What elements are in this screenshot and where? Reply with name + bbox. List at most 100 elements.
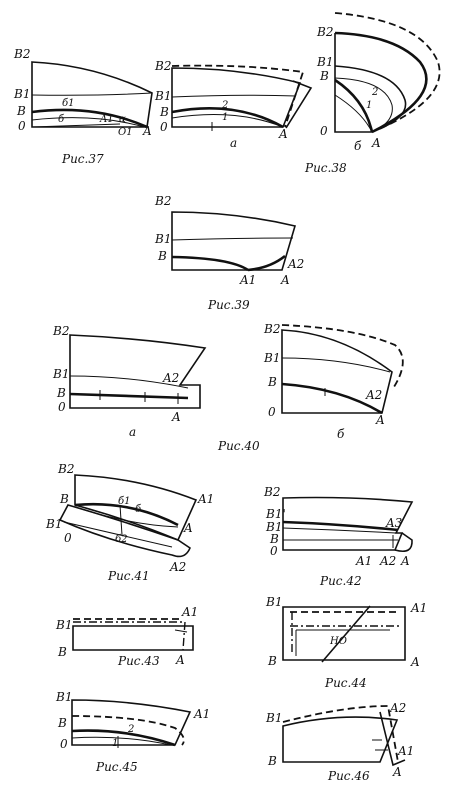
fig45-dashed [71, 715, 185, 746]
fig41-upper [74, 474, 198, 542]
fig43-rect [72, 625, 194, 651]
fig38b-outer-solid [334, 31, 428, 134]
fig39-curve-b1 [171, 237, 294, 241]
fig38b-label-a: A [371, 136, 381, 150]
fig37-curve-b1 [31, 92, 153, 96]
fig37-curve-b-lower [31, 117, 145, 128]
fig39-label-b: B [157, 249, 167, 263]
figure-38b: B2 B1 B 0 A 2 1 б Рис.38 [304, 12, 441, 175]
fig38a-label-1: 1 [222, 112, 228, 123]
fig42-label-b1: B1 [265, 520, 282, 534]
fig46-caption: Рис.46 [327, 769, 370, 783]
fig39-caption: Рис.39 [207, 298, 250, 312]
fig40a-line-b [69, 392, 189, 400]
fig41-label-a1: A1 [197, 492, 214, 506]
figure-40b: B2 B1 B 0 A2 A б Рис.40 [217, 322, 404, 453]
fig46-label-b: B [267, 754, 277, 768]
fig41-label-b: B [59, 492, 69, 506]
figure-43: B1 B A1 A Рис.43 [55, 605, 198, 668]
fig41-lower [58, 504, 191, 558]
fig38b-tag: б [354, 139, 362, 153]
fig38a-curve-b1 [171, 94, 297, 98]
fig38b-label-b2: B2 [316, 25, 333, 39]
figure-46: B1 B A2 A1 A Рис.46 [265, 701, 414, 783]
fig40a-outline [69, 334, 207, 409]
fig45-label-o: 0 [60, 737, 68, 751]
fig41-label-b-1: б1 [118, 496, 130, 507]
figure-38a: B2 B1 B 0 A 2 1 а [154, 59, 313, 150]
fig45-label-2: 2 [127, 724, 134, 735]
fig38a-label-b1: B1 [154, 89, 171, 103]
fig43-caption: Рис.43 [117, 654, 160, 668]
fig45-label-a1: A1 [193, 707, 210, 721]
fig37-curve-b [31, 108, 148, 129]
fig41-label-b2: B2 [57, 462, 74, 476]
fig42-label-a: A [400, 554, 410, 568]
figure-44: B1 B A1 A НО Рис.44 [265, 595, 427, 690]
fig38b-label-b1: B1 [316, 55, 333, 69]
fig38a-tilted-side [285, 80, 313, 129]
fig37-chord [31, 123, 121, 128]
figure-37: B2 B1 B 0 A A1 O1 б1 б α Рис.37 [13, 47, 153, 166]
fig38b-outer-dashed [334, 12, 441, 133]
fig42-label-a2: A2 [379, 554, 396, 568]
fig40a-label-b1: B1 [52, 367, 69, 381]
fig38b-curve-2 [334, 78, 374, 133]
fig43-dashed [73, 621, 186, 651]
fig39-curve-a1a2 [247, 254, 286, 272]
fig37-label-b1: B1 [13, 87, 30, 101]
fig44-label-a1: A1 [410, 601, 427, 615]
fig39-label-b2: B2 [154, 194, 171, 208]
fig38a-label-2: 2 [221, 100, 228, 111]
fig45-outline [71, 699, 192, 746]
fig43-label-a1: A1 [181, 605, 198, 619]
fig40a-label-a2: A2 [162, 371, 179, 385]
figure-41: B2 B B1 0 A1 A A2 б1 б б2 Рис.41 [45, 462, 214, 583]
fig44-caption: Рис.44 [324, 676, 367, 690]
fig38a-label-a: A [278, 127, 288, 141]
fig46-right-solid [379, 711, 406, 767]
fig40a-label-b2: B2 [52, 324, 69, 338]
fig43-label-a: A [175, 653, 185, 667]
fig42-label-b: B [269, 532, 279, 546]
fig45-label-b: B [57, 716, 67, 730]
fig44-label-ho: НО [329, 636, 347, 647]
fig40b-curve-b1 [281, 357, 391, 373]
fig41-caption: Рис.41 [107, 569, 150, 583]
fig46-label-b1: B1 [265, 711, 282, 725]
fig38a-label-b2: B2 [154, 59, 171, 73]
fig38a-label-o: 0 [160, 120, 168, 134]
fig42-label-a3: A3 [385, 516, 403, 530]
fig40b-label-o: 0 [268, 405, 276, 419]
fig39-label-b1: B1 [154, 232, 171, 246]
fig39-label-a: A [280, 273, 290, 287]
fig44-label-b: B [267, 654, 277, 668]
fig42-caption: Рис.42 [319, 574, 362, 588]
fig39-label-a1: A1 [239, 273, 256, 287]
fig40b-label-a: A [375, 413, 385, 427]
fig40b-label-b: B [267, 375, 277, 389]
fig42-line-b1p [282, 520, 399, 532]
fig41-lens-top [74, 502, 179, 527]
fig45-label-b1: B1 [55, 690, 72, 704]
fig40-caption: Рис.40 [217, 439, 260, 453]
fig44-label-b1: B1 [265, 595, 282, 609]
fig40a-label-o: 0 [58, 400, 66, 414]
fig37-label-b-1: б1 [62, 98, 74, 109]
fig40b-outline [281, 329, 393, 414]
fig37-label-b: B [16, 104, 26, 118]
fig40b-label-a2: A2 [365, 388, 382, 402]
fig38b-label-b: B [319, 69, 329, 83]
fig42-label-b2: B2 [263, 485, 280, 499]
fig38b-label-o: 0 [320, 124, 328, 138]
fig37-label-o: 0 [18, 119, 26, 133]
fig38a-tag: а [230, 136, 237, 150]
fig38a-curve-2 [171, 107, 284, 129]
fig38b-curve-1 [334, 94, 373, 133]
fig40b-label-b2: B2 [263, 322, 280, 336]
fig45-curve-2 [71, 729, 176, 747]
figure-39: B2 B1 B A1 A2 A Рис.39 [154, 194, 304, 312]
fig41-inner-curve [63, 521, 173, 548]
fig45-label-1: 1 [112, 738, 118, 749]
fig41-label-b1: B1 [45, 517, 62, 531]
